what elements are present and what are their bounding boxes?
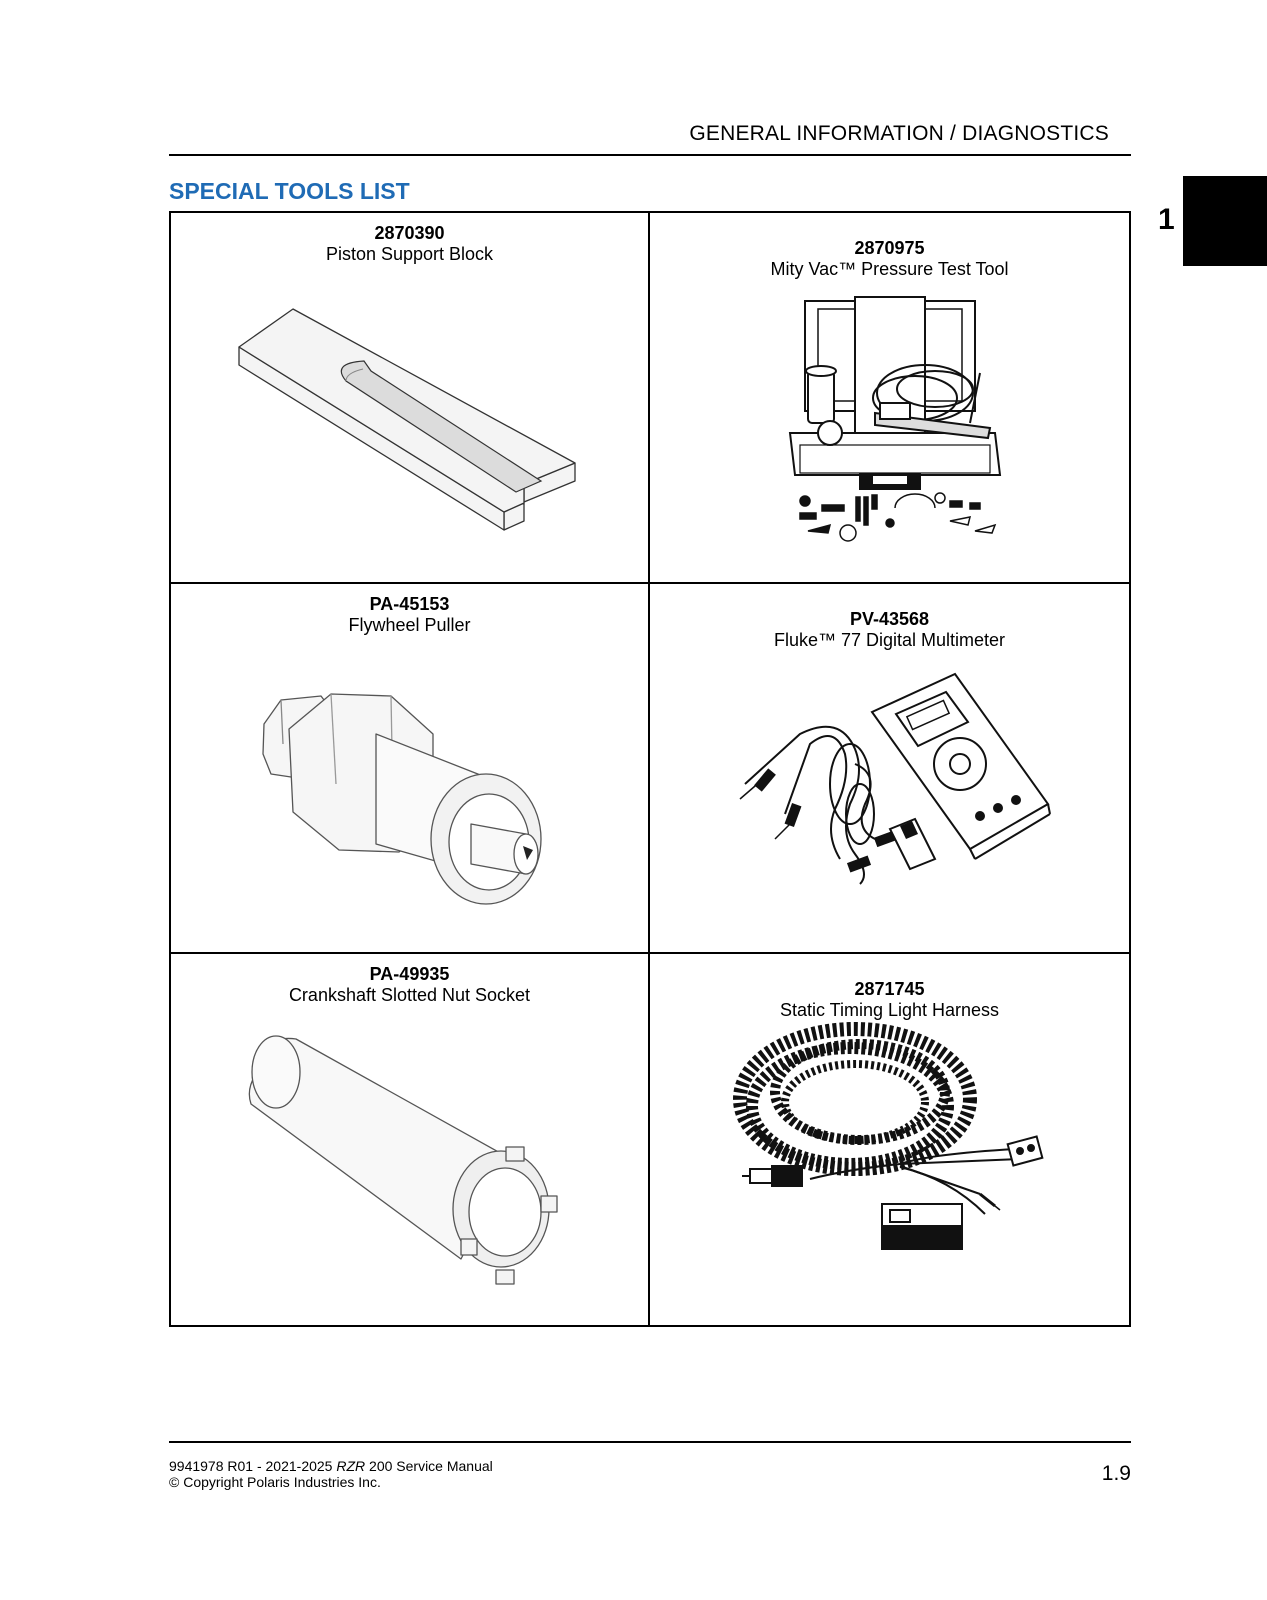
page-number: 1.9 (1101, 1462, 1131, 1485)
tool-name: Piston Support Block (325, 244, 494, 264)
chapter-number: 1 (1158, 203, 1175, 236)
pressure-test-kit-icon (788, 296, 1002, 542)
tool-cell: 2870975 Mity Vac™ Pressure Test Tool (650, 213, 1129, 584)
footer-model: RZR (336, 1458, 366, 1474)
tool-part-number: 2870975 (854, 238, 925, 258)
special-tools-table: 2870390 Piston Support Block (169, 211, 1131, 1327)
tool-part-number: 2870390 (374, 223, 445, 243)
piston-support-block-icon (238, 308, 576, 531)
footer-doc-prefix: 9941978 R01 - 2021-2025 (169, 1458, 337, 1474)
tool-cell: PA-45153 Flywheel Puller (171, 583, 650, 955)
tool-name: Crankshaft Slotted Nut Socket (288, 985, 531, 1006)
footer-rule (169, 1441, 1131, 1443)
flywheel-puller-icon (262, 693, 542, 905)
tool-cell: PA-49935 Crankshaft Slotted Nut Socket (171, 954, 650, 1325)
tool-name: Static Timing Light Harness (779, 1000, 1000, 1021)
footer-manual-title: 9941978 R01 - 2021-2025 RZR 200 Service … (169, 1458, 493, 1474)
header-rule (169, 154, 1131, 156)
tool-cell: 2871745 Static Timing Light Harness (650, 954, 1129, 1325)
tool-part-number: PV-43568 (849, 608, 930, 629)
tool-name: Flywheel Puller (348, 614, 471, 635)
tool-name: Mity Vac™ Pressure Test Tool (770, 259, 1009, 279)
footer-doc-suffix: 200 Service Manual (365, 1458, 493, 1474)
tool-part-number: PA-45153 (369, 593, 450, 614)
slotted-nut-socket-icon (248, 1035, 558, 1285)
tool-name: Fluke™ 77 Digital Multimeter (773, 629, 1006, 650)
tool-part-number: 2871745 (854, 979, 925, 1000)
tool-cell: 2870390 Piston Support Block (171, 213, 650, 584)
footer-copyright: © Copyright Polaris Industries Inc. (169, 1474, 381, 1490)
running-header: GENERAL INFORMATION / DIAGNOSTICS (689, 122, 1109, 145)
timing-light-harness-icon (733, 1022, 1044, 1251)
chapter-tab (1183, 176, 1267, 266)
tool-cell: PV-43568 Fluke™ 77 Digital Multimeter (650, 584, 1129, 955)
footer-document-info: 9941978 R01 - 2021-2025 RZR 200 Service … (169, 1458, 493, 1490)
multimeter-icon (739, 672, 1051, 885)
tool-part-number: PA-49935 (369, 964, 450, 985)
section-title: SPECIAL TOOLS LIST (169, 178, 410, 204)
